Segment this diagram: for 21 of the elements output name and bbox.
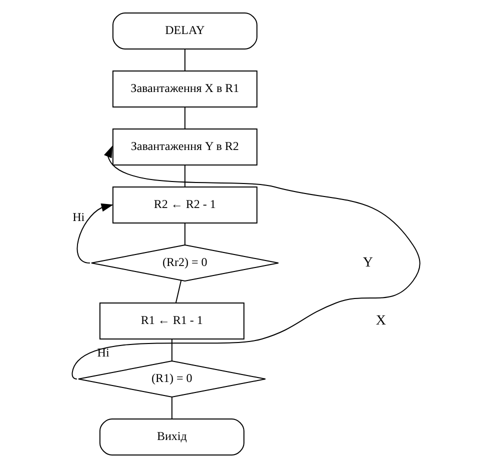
node-diamond: (R1) = 0 xyxy=(77,360,266,397)
node-box: Вихід xyxy=(98,418,244,455)
label: Y xyxy=(362,255,372,270)
node-box: R2 ← R2 - 1 xyxy=(112,186,257,223)
node-diamond: (Rr2) = 0 xyxy=(90,244,278,281)
connector xyxy=(170,338,172,361)
node-box: DELAY xyxy=(112,12,257,49)
node-box: Завантаження X в R1 xyxy=(112,70,257,107)
connector xyxy=(174,280,182,303)
connector xyxy=(170,396,172,419)
arrow xyxy=(71,145,420,379)
label: X xyxy=(375,313,386,328)
connector xyxy=(184,164,185,187)
edge-label: Ні xyxy=(72,209,84,224)
connector xyxy=(184,106,185,129)
connector xyxy=(184,222,185,245)
connector xyxy=(184,48,185,71)
node-box: Завантаження Y в R2 xyxy=(112,128,257,165)
arrow xyxy=(76,202,113,263)
edge-label: Ні xyxy=(96,345,109,360)
node-box: R1 ← R1 - 1 xyxy=(98,302,244,339)
